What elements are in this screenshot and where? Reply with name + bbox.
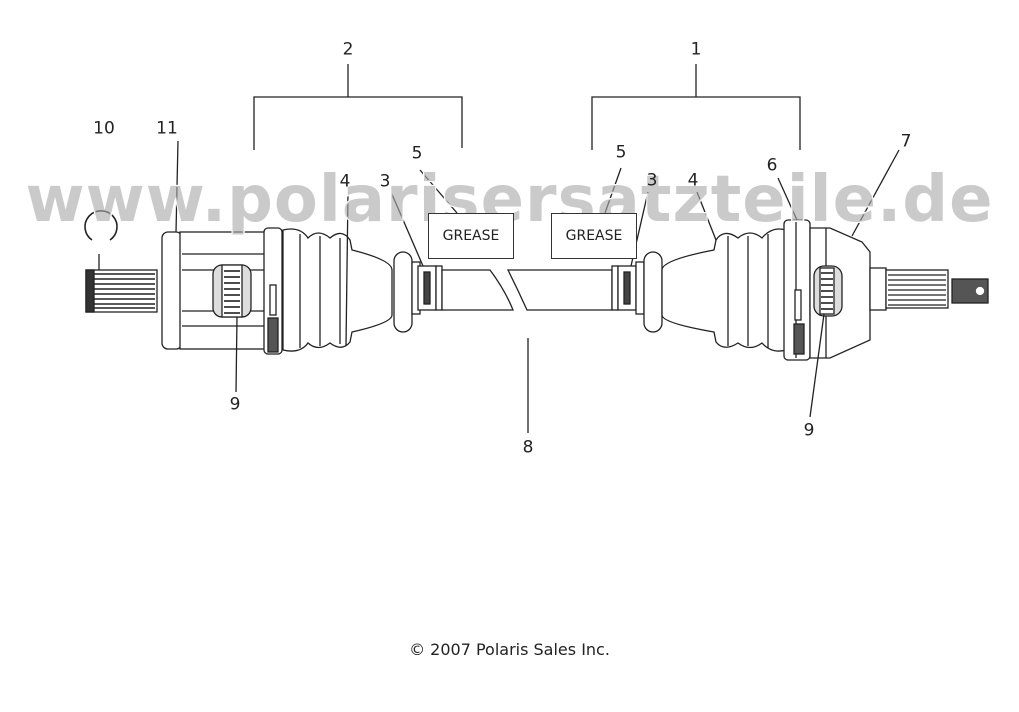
callout-4-left: 4 (339, 171, 351, 192)
leader-5-left (419, 169, 458, 214)
callout-4-right: 4 (687, 170, 699, 191)
callout-5-right: 5 (615, 142, 627, 163)
right-boot (661, 191, 787, 352)
callout-9-left: 9 (229, 394, 241, 415)
bracket-1 (591, 64, 801, 150)
grease-text: GREASE (565, 228, 623, 244)
right-inner-clamp (611, 191, 663, 333)
grease-label-right: GREASE (551, 213, 637, 259)
callout-10: 10 (93, 118, 115, 139)
center-shaft (441, 269, 613, 433)
left-inner-clamp (390, 191, 443, 333)
grease-label-left: GREASE (428, 213, 514, 259)
snap-ring (84, 210, 118, 270)
callout-11: 11 (156, 118, 178, 139)
left-boot (263, 191, 393, 355)
callout-7: 7 (900, 131, 912, 152)
callout-3-right: 3 (646, 170, 658, 191)
callout-5-left: 5 (411, 143, 423, 164)
outer-cv-housing (809, 149, 900, 418)
right-outer-clamp (777, 177, 811, 361)
callout-6: 6 (766, 155, 778, 176)
callout-9-right: 9 (803, 420, 815, 441)
grease-text: GREASE (442, 228, 500, 244)
leader-5-right (604, 167, 622, 214)
left-splined-shaft (85, 269, 158, 313)
callout-2: 2 (342, 39, 354, 60)
inner-cv-housing (161, 140, 269, 393)
right-splined-shaft (869, 267, 989, 311)
copyright-notice: © 2007 Polaris Sales Inc. (409, 640, 610, 659)
bracket-2 (253, 64, 463, 150)
callout-1: 1 (690, 39, 702, 60)
callout-8: 8 (522, 437, 534, 458)
callout-3-left: 3 (379, 171, 391, 192)
